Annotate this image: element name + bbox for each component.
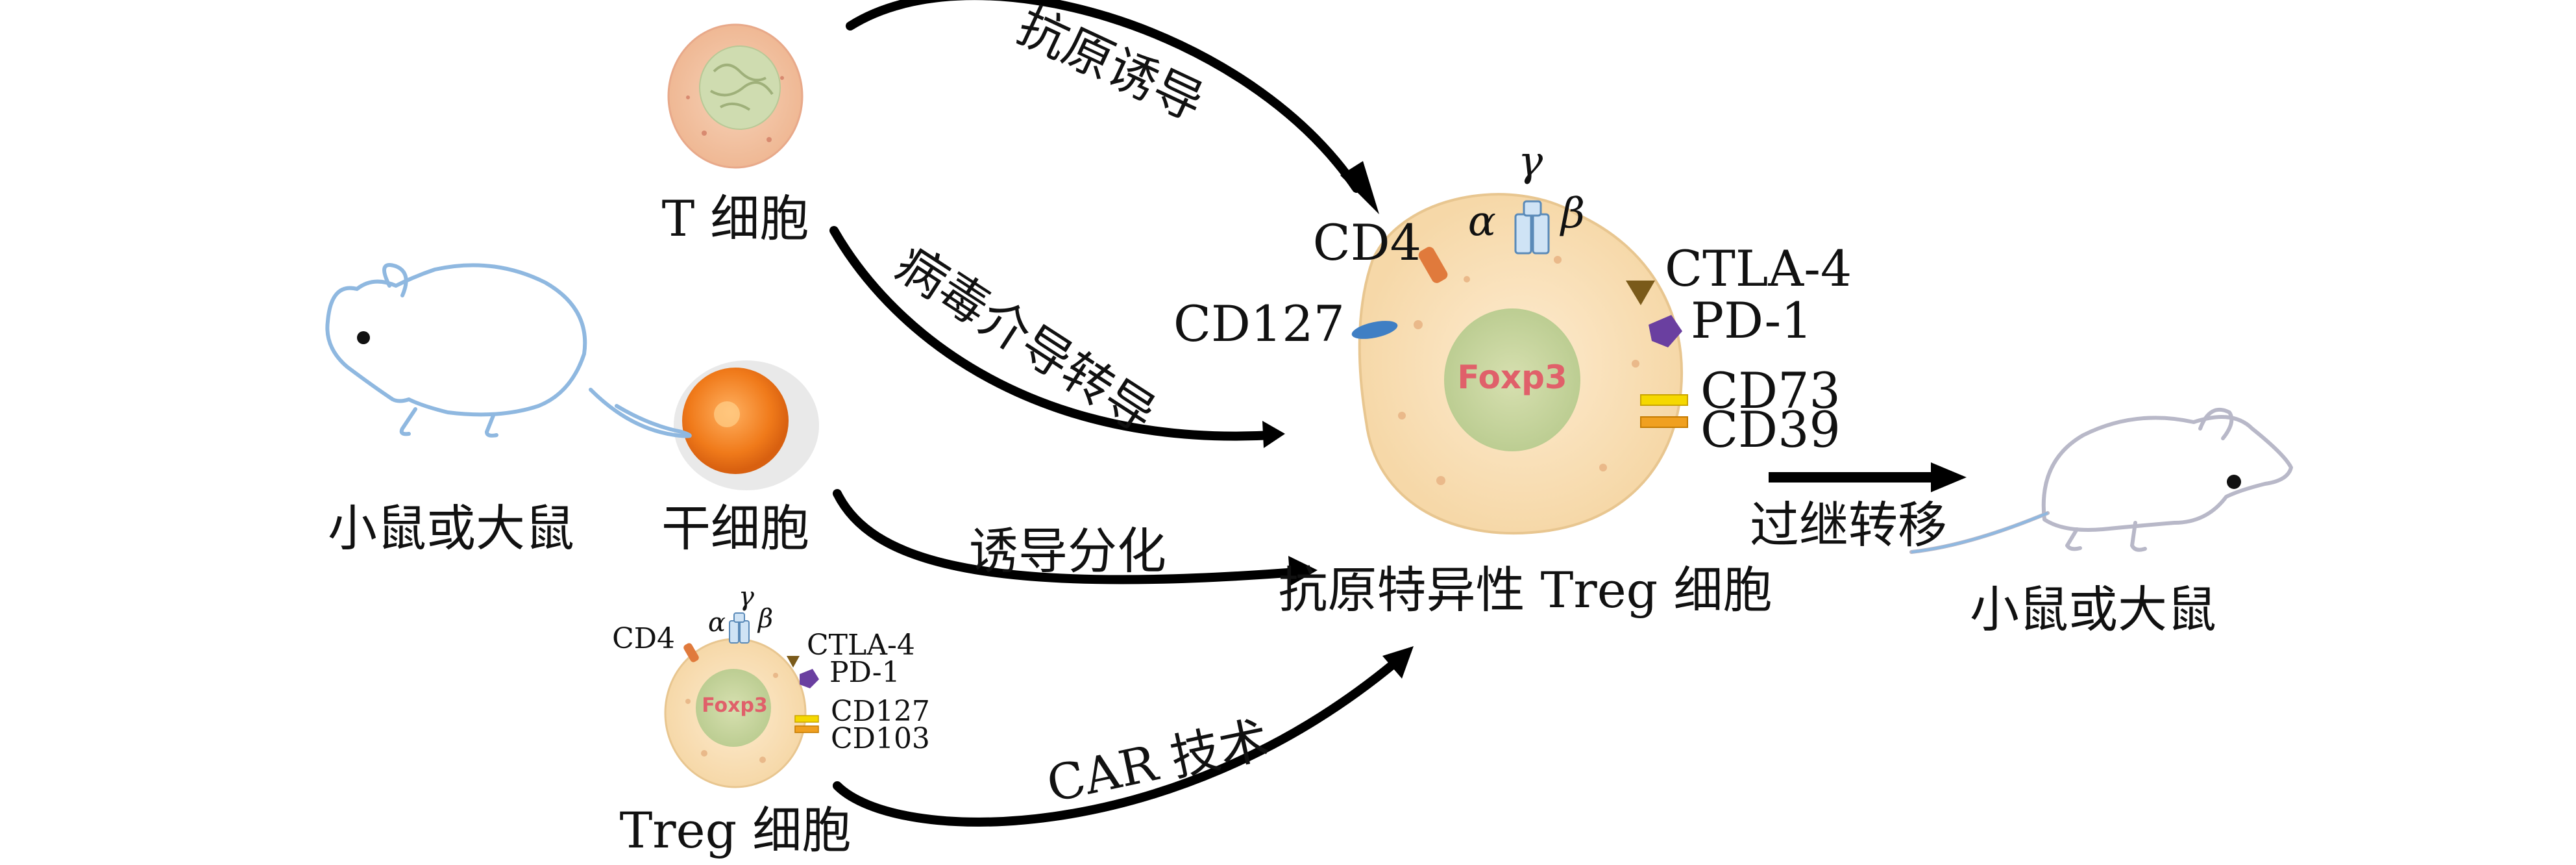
arrow-antigen-induction (846, 0, 1379, 214)
small-cd103-label: CD103 (831, 722, 930, 755)
center-alpha-label: α (1468, 197, 1496, 245)
small-cd127-label: CD127 (831, 695, 930, 728)
small-alpha-label: α (708, 608, 726, 638)
stem-cell-illustration (674, 360, 819, 490)
center-cd39-label: CD39 (1700, 401, 1841, 458)
arrow-adoptive-transfer (1769, 462, 1967, 492)
small-pd1-label: PD-1 (829, 656, 900, 689)
t-cell-label: T 细胞 (662, 190, 809, 247)
center-ctla4-label: CTLA-4 (1665, 240, 1852, 297)
mouse-right-label: 小鼠或大鼠 (1970, 581, 2216, 638)
t-cell-illustration (667, 23, 803, 169)
center-cd127-receptor (1351, 321, 1398, 339)
center-cd4-receptor (1418, 247, 1448, 283)
small-gamma-label: γ (739, 582, 754, 612)
mouse-right-eye-icon (2227, 475, 2241, 489)
center-beta-label: β (1560, 190, 1585, 238)
small-ctla4-label: CTLA-4 (807, 629, 915, 662)
small-tcr-receptor (729, 612, 750, 644)
small-pd1-receptor (800, 669, 819, 688)
car-technology-label: CAR 技术 (1042, 710, 1273, 814)
small-ctla4-receptor (787, 656, 800, 668)
small-cd4-receptor (683, 643, 699, 662)
treg-cell-label: Treg 细胞 (620, 801, 852, 859)
mouse-right-tail-accent (1911, 512, 2048, 553)
arrow-viral-transduction (829, 226, 1285, 448)
small-cd127-receptor (794, 715, 819, 723)
center-cell-title: 抗原特异性 Treg 细胞 (1279, 561, 1773, 619)
adoptive-transfer-label: 过继转移 (1750, 496, 1947, 554)
center-ctla4-receptor (1626, 281, 1655, 305)
center-cd73-receptor (1640, 394, 1688, 406)
center-pd1-label: PD-1 (1691, 292, 1813, 349)
center-cd127-label: CD127 (1173, 295, 1345, 353)
mouse-left-label: 小鼠或大鼠 (328, 499, 574, 557)
induced-differentiation-label: 诱导分化 (969, 522, 1166, 580)
arrow-car-technology (833, 646, 1414, 827)
mouse-left-icon (325, 263, 692, 438)
small-cd103-receptor (794, 725, 819, 733)
center-cd4-label: CD4 (1313, 214, 1421, 271)
center-foxp3-label: Foxp3 (1457, 358, 1567, 396)
center-cd73-label: CD73 (1700, 362, 1841, 420)
mouse-left-eye-icon (357, 331, 370, 344)
center-gamma-label: γ (1518, 138, 1543, 186)
small-treg-cell-illustration (664, 638, 807, 788)
small-beta-label: β (757, 604, 773, 634)
small-foxp3-label: Foxp3 (702, 694, 768, 717)
center-cd39-receptor (1640, 416, 1688, 428)
stem-cell-label: 干细胞 (661, 499, 809, 557)
center-pd1-receptor (1649, 315, 1682, 347)
center-tcr-receptor (1514, 200, 1550, 255)
small-cd4-label: CD4 (612, 622, 675, 655)
arrow-induced-differentiation (833, 489, 1318, 586)
